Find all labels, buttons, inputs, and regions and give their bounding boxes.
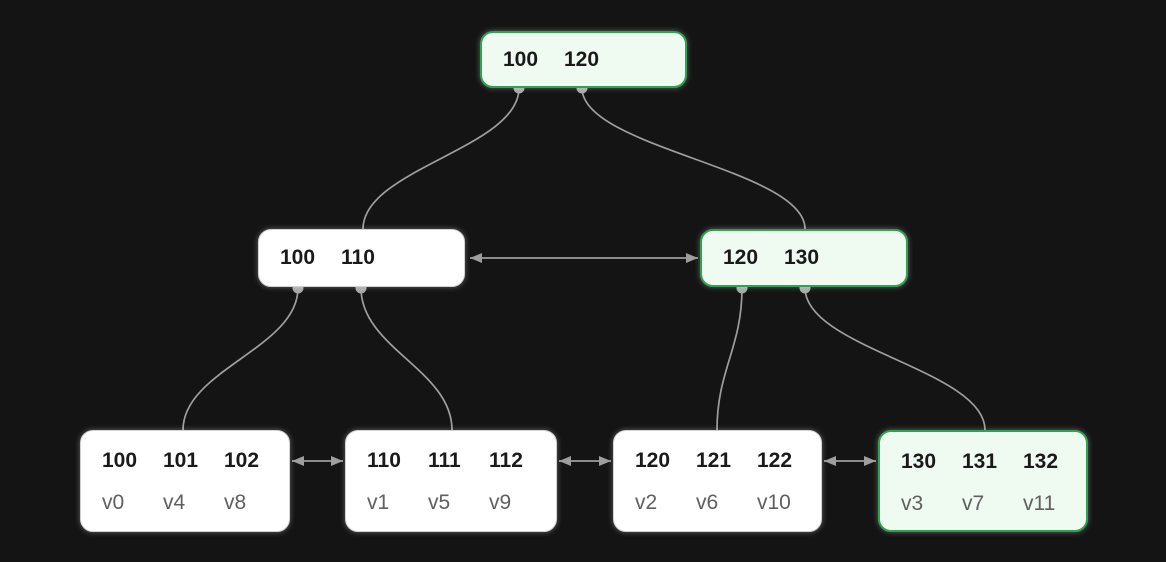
node-values-row: v0 v4 v8 xyxy=(81,487,289,519)
node-values-row: v2 v6 v10 xyxy=(614,487,821,519)
node-key: 111 xyxy=(428,449,461,472)
node-key: 100 xyxy=(102,449,138,472)
tree-node-leaf-130[interactable]: 130 131 132 v3 v7 v11 xyxy=(878,430,1088,532)
node-keys-row: 120 121 122 xyxy=(614,445,821,477)
node-value: v7 xyxy=(962,492,985,515)
node-keys-row: 110 111 112 xyxy=(346,445,556,477)
node-value: v6 xyxy=(696,491,719,514)
tree-node-internal-100-110[interactable]: 100 110 xyxy=(258,229,465,287)
node-key: 101 xyxy=(163,449,199,472)
parent-child-edge xyxy=(581,87,806,230)
node-key: 102 xyxy=(224,449,260,472)
node-key: 110 xyxy=(341,246,375,269)
node-key: 100 xyxy=(280,246,316,269)
node-keys-row: 130 131 132 xyxy=(880,446,1086,478)
node-value: v8 xyxy=(224,491,247,514)
node-key: 132 xyxy=(1023,450,1059,473)
node-key: 130 xyxy=(784,246,820,269)
parent-child-edge xyxy=(804,287,986,431)
parent-child-edge xyxy=(716,287,743,431)
node-key: 100 xyxy=(503,47,539,71)
node-value: v5 xyxy=(428,491,451,514)
node-value: v11 xyxy=(1023,492,1056,515)
node-value: v9 xyxy=(489,491,512,514)
node-value: v0 xyxy=(102,491,125,514)
node-value: v3 xyxy=(901,492,924,515)
node-key: 121 xyxy=(696,449,732,472)
parent-child-edge xyxy=(182,287,299,431)
node-keys-row: 100 101 102 xyxy=(81,445,289,477)
node-key: 110 xyxy=(367,449,401,472)
node-value: v10 xyxy=(757,491,791,514)
node-value: v2 xyxy=(635,491,658,514)
tree-node-root[interactable]: 100 120 xyxy=(480,31,687,88)
node-values-row: v3 v7 v11 xyxy=(880,488,1086,520)
node-key: 112 xyxy=(489,449,523,472)
tree-node-leaf-120[interactable]: 120 121 122 v2 v6 v10 xyxy=(613,430,822,532)
parent-child-edge xyxy=(362,87,520,230)
node-key: 120 xyxy=(723,246,759,269)
tree-node-internal-120-130[interactable]: 120 130 xyxy=(700,229,908,287)
node-value: v1 xyxy=(367,491,390,514)
node-values-row: v1 v5 v9 xyxy=(346,487,556,519)
node-keys-row: 100 110 xyxy=(259,230,464,286)
node-keys-row: 100 120 xyxy=(482,33,685,86)
node-key: 130 xyxy=(901,450,937,473)
tree-node-leaf-110[interactable]: 110 111 112 v1 v5 v9 xyxy=(345,430,557,532)
parent-child-edge xyxy=(360,287,453,431)
node-key: 120 xyxy=(564,47,600,71)
node-keys-row: 120 130 xyxy=(702,231,906,285)
node-key: 120 xyxy=(635,449,671,472)
tree-node-leaf-100[interactable]: 100 101 102 v0 v4 v8 xyxy=(80,430,290,532)
node-key: 131 xyxy=(962,450,998,473)
node-key: 122 xyxy=(757,449,793,472)
node-value: v4 xyxy=(163,491,186,514)
